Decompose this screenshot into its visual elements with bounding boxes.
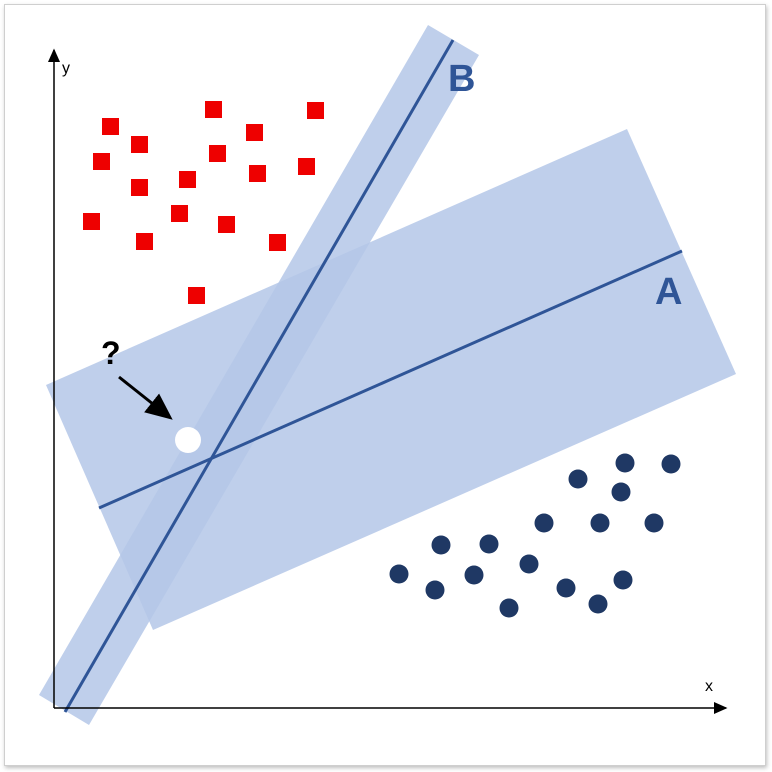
square-point	[93, 153, 110, 170]
query-label: ?	[101, 335, 121, 371]
circle-point	[534, 513, 554, 533]
square-point	[218, 216, 235, 233]
circle-point	[588, 594, 608, 614]
square-point	[102, 118, 119, 135]
circle-point	[644, 513, 664, 533]
circle-point	[611, 482, 631, 502]
square-point	[83, 213, 100, 230]
square-point	[249, 165, 266, 182]
circle-point	[615, 453, 635, 473]
query-point	[175, 427, 201, 453]
line-b-label: B	[448, 58, 475, 100]
square-point	[188, 287, 205, 304]
square-point	[131, 136, 148, 153]
square-point	[246, 124, 263, 141]
circle-point	[499, 598, 519, 618]
circle-class-points	[389, 453, 681, 618]
square-point	[307, 102, 324, 119]
line-a-label: A	[655, 271, 682, 313]
y-axis-label: y	[62, 60, 70, 77]
square-point	[298, 158, 315, 175]
circle-point	[519, 554, 539, 574]
circle-point	[590, 513, 610, 533]
square-point	[209, 145, 226, 162]
square-point	[205, 101, 222, 118]
circle-point	[425, 580, 445, 600]
square-point	[136, 233, 153, 250]
circle-point	[431, 535, 451, 555]
square-point	[131, 179, 148, 196]
circle-point	[464, 565, 484, 585]
square-class-points	[83, 101, 324, 304]
circle-point	[568, 469, 588, 489]
decision-line-a	[98, 249, 683, 510]
circle-point	[661, 454, 681, 474]
circle-point	[479, 534, 499, 554]
arrow-icon	[118, 375, 173, 420]
circle-point	[613, 570, 633, 590]
square-point	[269, 234, 286, 251]
square-point	[171, 205, 188, 222]
x-axis-label: x	[705, 678, 713, 695]
square-point	[179, 171, 196, 188]
circle-point	[389, 564, 409, 584]
decision-line-b	[63, 39, 455, 713]
circle-point	[556, 578, 576, 598]
